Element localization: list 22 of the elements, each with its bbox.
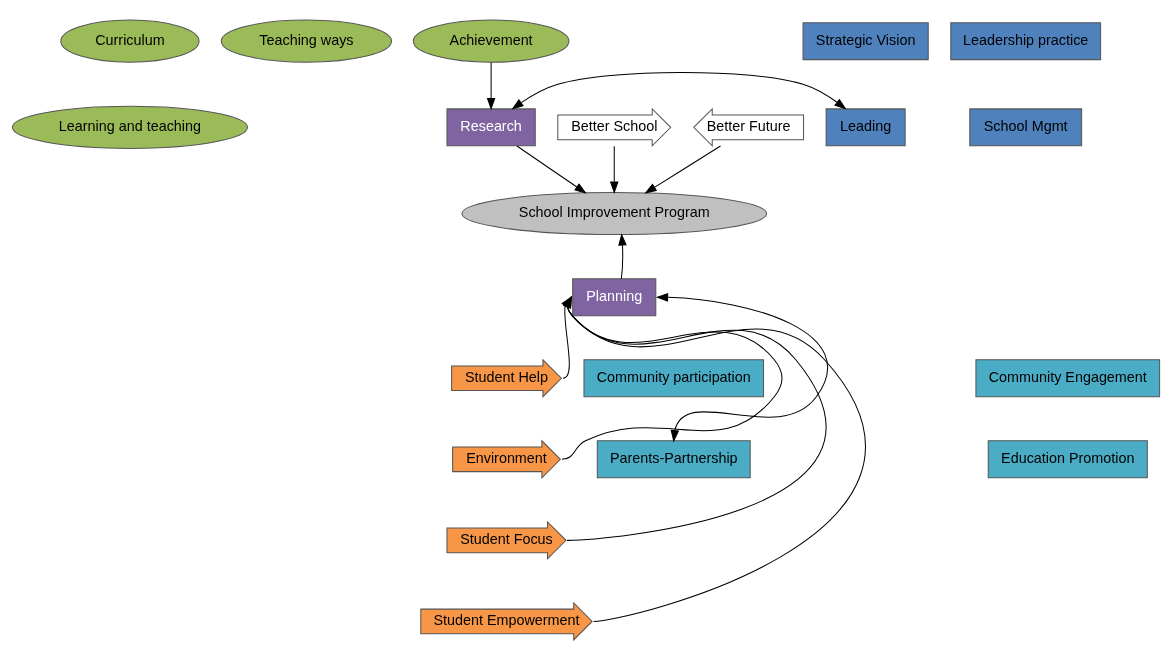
node-ellipse: Curriculum — [60, 19, 200, 63]
arrow — [644, 145, 721, 194]
node-box: School Mgmt — [969, 107, 1083, 146]
node-box: Community Engagement — [975, 358, 1161, 397]
node-box: Parents-Partnership — [596, 439, 751, 478]
arrow — [618, 232, 627, 279]
node-box: Research — [446, 107, 536, 146]
node-ellipse: Teaching ways — [220, 19, 393, 63]
arrow — [655, 292, 829, 442]
arrow — [511, 71, 847, 110]
node-ellipse: Learning and teaching — [11, 105, 249, 149]
node-box: Planning — [572, 277, 657, 316]
arrow — [609, 145, 619, 194]
node-box: Strategic Vision — [802, 21, 929, 60]
node-ellipse: Achievement — [412, 19, 570, 63]
arrow — [516, 145, 587, 194]
arrow — [486, 61, 496, 110]
node-box: Leading — [825, 107, 906, 146]
node-box: Leadership practice — [950, 21, 1102, 60]
node-box: Community participation — [583, 358, 765, 397]
node-box: Education Promotion — [987, 439, 1148, 478]
node-ellipse: School Improvement Program — [461, 191, 768, 235]
